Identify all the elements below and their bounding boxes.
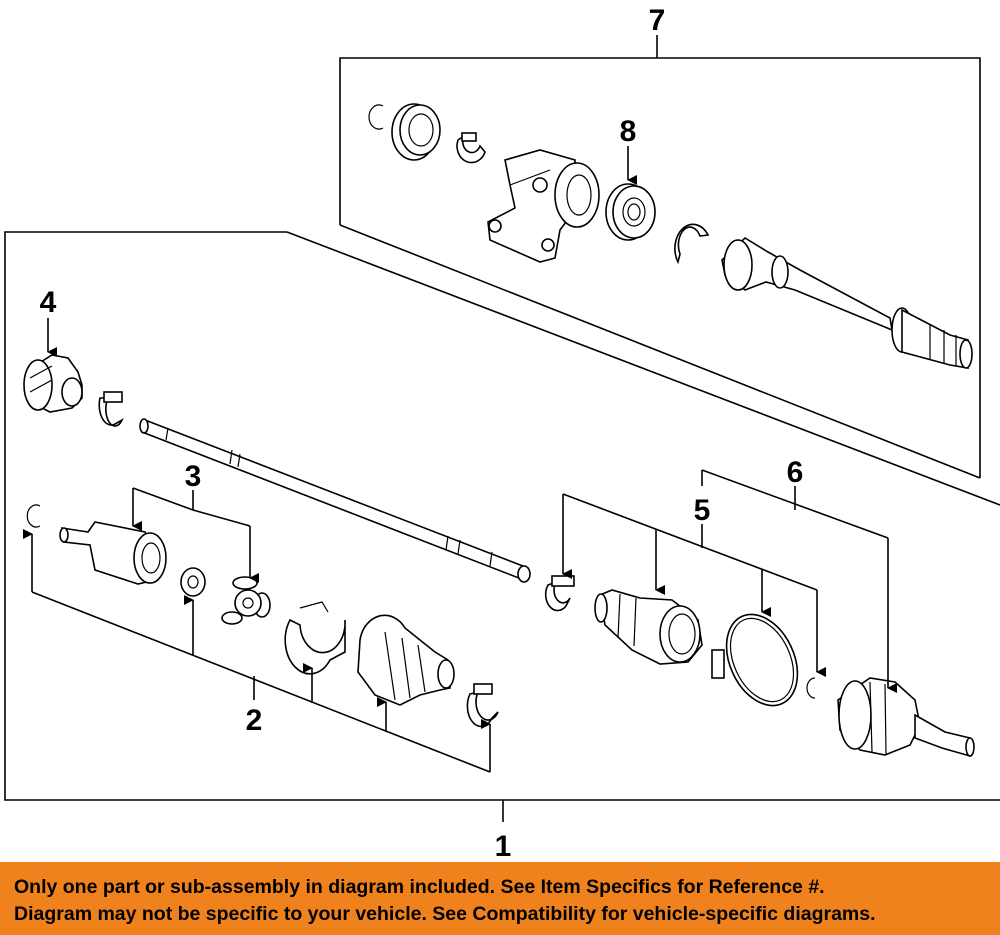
- clamp-upper: [456, 132, 486, 164]
- callout-3: 3: [185, 460, 202, 493]
- snap-ring-upper: [368, 104, 384, 130]
- callout-2-bracket: [23, 529, 491, 773]
- boot-inboard: [357, 614, 455, 706]
- callout-2: 2: [246, 704, 263, 737]
- callout-8: 8: [620, 115, 637, 148]
- outboard-joint-6: [837, 677, 975, 758]
- circlip-upper: [674, 223, 710, 265]
- disclaimer-banner: Only one part or sub-assembly in diagram…: [0, 862, 1000, 935]
- snap-ring-outboard: [806, 677, 816, 699]
- parts-diagram: 1 2 3 4 5 6 7 8: [4, 4, 1000, 860]
- intermediate-shaft: [721, 236, 973, 369]
- bearing-8: [605, 183, 656, 241]
- callout-5-bracket: [562, 493, 826, 677]
- dynamic-damper-4: [23, 354, 83, 413]
- disclaimer-line-2: Diagram may not be specific to your vehi…: [14, 903, 876, 925]
- tripod-joint: [221, 576, 271, 625]
- callout-4: 4: [40, 286, 57, 319]
- boot-band-inboard: [284, 601, 346, 675]
- inboard-joint-housing: [59, 521, 167, 585]
- callout-5: 5: [694, 494, 711, 527]
- circlip-outboard: [544, 575, 575, 612]
- callout-1: 1: [495, 830, 512, 860]
- callout-6-bracket: [701, 469, 897, 693]
- seal-upper: [391, 103, 441, 161]
- snap-ring-inboard: [26, 504, 41, 528]
- upper-assembly-frame: [339, 57, 981, 479]
- washer: [180, 567, 206, 597]
- bearing-support-bracket: [487, 149, 600, 263]
- damper-clamp: [98, 391, 124, 427]
- drive-shaft: [139, 418, 531, 583]
- callout-6: 6: [787, 456, 804, 489]
- disclaimer-line-1: Only one part or sub-assembly in diagram…: [14, 876, 825, 898]
- boot-outboard: [594, 589, 703, 665]
- small-band-inboard: [466, 683, 499, 728]
- boot-band-outboard: [711, 613, 799, 707]
- callout-3-bracket: [132, 487, 259, 583]
- callout-7: 7: [649, 4, 666, 37]
